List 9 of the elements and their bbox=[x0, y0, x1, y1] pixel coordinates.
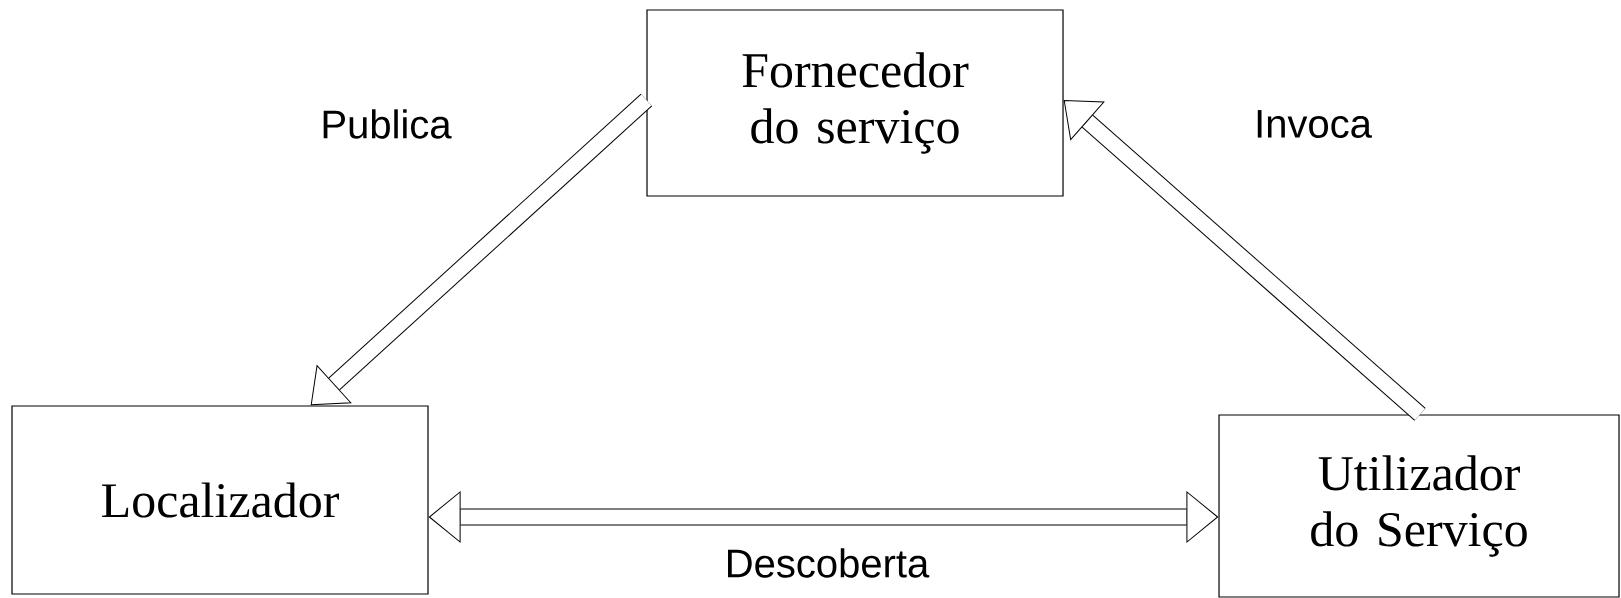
process-box: Fornecedor do serviço bbox=[646, 9, 1064, 197]
edge-label: Descoberta bbox=[728, 548, 930, 578]
block-arrow bbox=[1063, 100, 1426, 421]
edge-label: Invoca bbox=[1257, 110, 1372, 138]
edge-label: Publica bbox=[323, 109, 452, 139]
process-box: Localizador bbox=[11, 405, 429, 595]
block-arrow bbox=[428, 491, 1219, 543]
process-box: Utilizador do Serviço bbox=[1218, 414, 1620, 598]
block-arrow bbox=[310, 93, 653, 406]
